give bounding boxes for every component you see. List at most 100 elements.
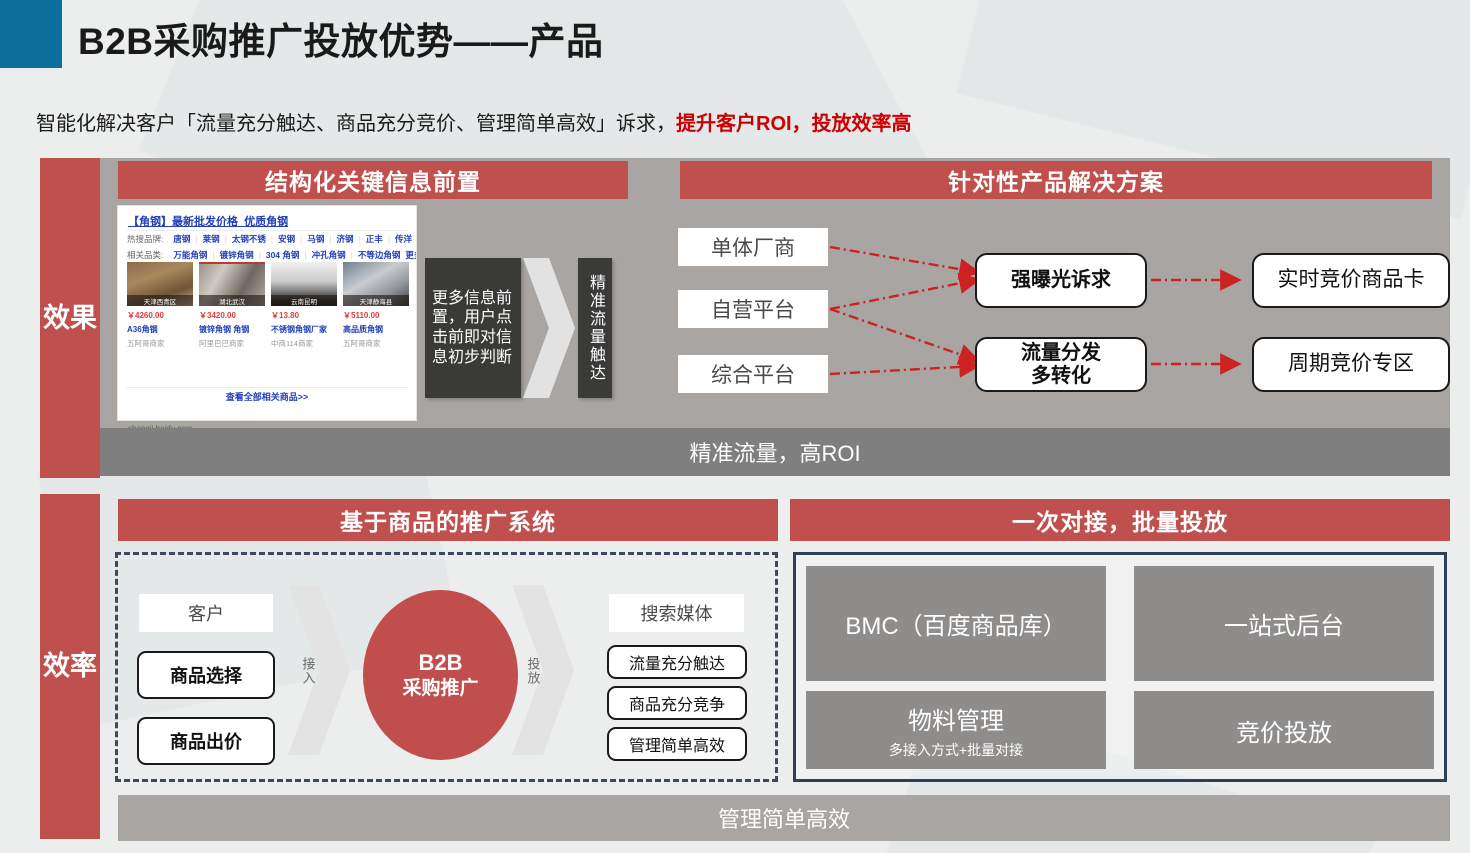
middle-box-1-text: 流量分发 多转化 [1021, 341, 1101, 387]
serp-category-link[interactable]: 万能角钢 [173, 250, 208, 260]
product-thumbnail: 天津静海县 [343, 262, 409, 306]
chevron-out-icon [512, 585, 574, 755]
product-location: 云南昆明 [271, 295, 337, 306]
arrow-out-label-text: 投放 [525, 657, 541, 685]
serp-result-title[interactable]: 【角钢】最新批发价格_优质角钢 [128, 216, 289, 228]
product-thumbnail: 湖北武汉 [199, 262, 265, 306]
side-label-effect: 效果 [40, 158, 100, 478]
serp-brand-link[interactable]: 济钢 [336, 234, 354, 244]
effect-note-box: 更多信息前置，用户点击前即对信息初步判断 [425, 258, 521, 398]
source-box-2[interactable]: 综合平台 [678, 355, 828, 393]
product-price: ￥13.80 [271, 311, 300, 320]
product-name[interactable]: A36角钢 [127, 325, 158, 334]
serp-category-link[interactable]: 304 角钢 [265, 250, 300, 260]
serp-brand-link[interactable]: 莱钢 [202, 234, 220, 244]
media-label-text: 搜索媒体 [640, 604, 713, 624]
product-thumbnail: 天津西青区 [127, 262, 193, 306]
accent-square [0, 0, 62, 68]
side-label-efficiency: 效率 [40, 494, 100, 839]
chevron-right-icon [523, 258, 575, 398]
efficiency-right-bar-title-text: 一次对接，批量投放 [1012, 509, 1228, 535]
product-name[interactable]: 高品质角钢 [343, 325, 383, 334]
serp-category-link[interactable]: 不等边角钢 [357, 250, 401, 260]
serp-brand-link[interactable]: 正丰 [365, 234, 383, 244]
customer-item-0[interactable]: 商品选择 [137, 651, 275, 699]
page-subtitle: 智能化解决客户「流量充分触达、商品充分竞价、管理简单高效」诉求，提升客户ROI，… [36, 107, 912, 136]
integration-tile-0[interactable]: BMC（百度商品库） [806, 566, 1106, 681]
efficiency-left-bar-title: 基于商品的推广系统 [118, 499, 778, 541]
product-location: 湖北武汉 [199, 295, 265, 306]
media-item-0[interactable]: 流量充分触达 [607, 645, 747, 679]
customer-item-0-text: 商品选择 [170, 666, 242, 686]
serp-category-row: 相关品类: 万能角钢| 镀锌角钢| 304 角钢| 冲孔角钢| 不等边角钢 更多 [127, 248, 416, 262]
serp-product-card[interactable]: 天津静海县 ￥5110.00 高品质角钢 五阿哥商家 [343, 262, 409, 349]
integration-tile-2[interactable]: 物料管理 多接入方式+批量对接 [806, 691, 1106, 769]
b2b-circle: B2B 采购推广 [363, 590, 518, 760]
page-title: B2B采购推广投放优势——产品 [78, 21, 604, 62]
serp-brand-link[interactable]: 马钢 [307, 234, 325, 244]
media-label-box: 搜索媒体 [609, 594, 744, 632]
efficiency-left-bar-title-text: 基于商品的推广系统 [340, 509, 556, 535]
middle-box-1[interactable]: 流量分发 多转化 [975, 337, 1147, 392]
serp-brand-link[interactable]: 太钢不锈 [231, 234, 266, 244]
subtitle-plain-text: 智能化解决客户「流量充分触达、商品充分竞价、管理简单高效」诉求， [36, 113, 676, 135]
product-name[interactable]: 不锈钢角钢厂家 [271, 325, 327, 334]
integration-tile-3-main: 竞价投放 [1236, 719, 1332, 747]
customer-item-1[interactable]: 商品出价 [137, 717, 275, 765]
serp-brand-link[interactable]: 唐钢 [173, 234, 191, 244]
media-item-1-text: 商品充分竞争 [628, 697, 725, 714]
media-item-0-text: 流量充分触达 [628, 656, 725, 673]
middle-box-0-text: 强曝光诉求 [1011, 269, 1111, 291]
product-name[interactable]: 镀锌角钢 角钢 [199, 325, 250, 334]
effect-footer-text: 精准流量，高ROI [689, 441, 861, 466]
output-box-0[interactable]: 实时竞价商品卡 [1252, 253, 1450, 308]
media-item-1[interactable]: 商品充分竞争 [607, 686, 747, 720]
serp-category-link[interactable]: 冲孔角钢 [311, 250, 346, 260]
product-price: ￥3420.00 [199, 311, 236, 320]
product-store: 阿里巴巴商家 [199, 339, 244, 348]
serp-screenshot: 【角钢】最新批发价格_优质角钢 热搜品牌: 唐钢| 莱钢| 太钢不锈| 安钢| … [117, 205, 417, 421]
serp-brand-label: 热搜品牌: [127, 234, 164, 244]
integration-tile-1-main: 一站式后台 [1224, 613, 1344, 640]
serp-product-card[interactable]: 云南昆明 ￥13.80 不锈钢角钢厂家 中商114商家 [271, 262, 337, 349]
serp-category-link[interactable]: 镀锌角钢 [219, 250, 254, 260]
output-box-1-text: 周期竞价专区 [1288, 352, 1414, 376]
product-price: ￥5110.00 [343, 311, 380, 320]
serp-product-card[interactable]: 天津西青区 ￥4260.00 A36角钢 五阿哥商家 [127, 262, 193, 349]
serp-product-card[interactable]: 湖北武汉 ￥3420.00 镀锌角钢 角钢 阿里巴巴商家 [199, 262, 265, 349]
promotion-system-container [115, 552, 778, 782]
product-store: 中商114商家 [271, 339, 313, 348]
arrow-out-label: 投放 [521, 636, 545, 706]
serp-brand-link[interactable]: 安钢 [278, 234, 296, 244]
efficiency-footer-text: 管理简单高效 [717, 807, 850, 832]
effect-left-bar-title-text: 结构化关键信息前置 [265, 169, 481, 195]
effect-footer-bar: 精准流量，高ROI [100, 428, 1450, 476]
output-box-0-text: 实时竞价商品卡 [1277, 268, 1425, 292]
serp-brand-link[interactable]: 传洋 [395, 234, 413, 244]
product-location: 天津西青区 [127, 295, 193, 306]
serp-category-label: 相关品类: [127, 250, 164, 260]
chevron-in-icon [288, 585, 350, 755]
customer-label-box: 客户 [139, 594, 273, 632]
source-box-0-text: 单体厂商 [711, 237, 795, 260]
integration-tile-2-main: 物料管理 [908, 707, 1004, 735]
integration-tile-0-main: BMC（百度商品库） [845, 613, 1067, 640]
product-store: 五阿哥商家 [343, 339, 381, 348]
source-box-2-text: 综合平台 [711, 364, 795, 387]
serp-category-more-link[interactable]: 更多 [405, 250, 416, 260]
integration-tile-1[interactable]: 一站式后台 [1134, 566, 1434, 681]
source-box-1[interactable]: 自营平台 [678, 290, 828, 328]
flow-connector-arrows [829, 245, 981, 378]
serp-brand-row: 热搜品牌: 唐钢| 莱钢| 太钢不锈| 安钢| 马钢| 济钢| 正丰| 传洋 更… [127, 232, 412, 246]
source-box-0[interactable]: 单体厂商 [678, 228, 828, 266]
customer-label-text: 客户 [188, 604, 224, 624]
media-item-2[interactable]: 管理简单高效 [607, 727, 747, 761]
integration-tile-3[interactable]: 竞价投放 [1134, 691, 1434, 769]
serp-view-all-link[interactable]: 查看全部相关商品>> [225, 392, 309, 402]
output-box-1[interactable]: 周期竞价专区 [1252, 337, 1450, 392]
serp-product-list: 天津西青区 ￥4260.00 A36角钢 五阿哥商家 湖北武汉 ￥3420.00… [127, 262, 409, 349]
customer-item-1-text: 商品出价 [170, 732, 242, 752]
flow-output-arrows [1151, 269, 1242, 375]
middle-box-0[interactable]: 强曝光诉求 [975, 253, 1147, 308]
